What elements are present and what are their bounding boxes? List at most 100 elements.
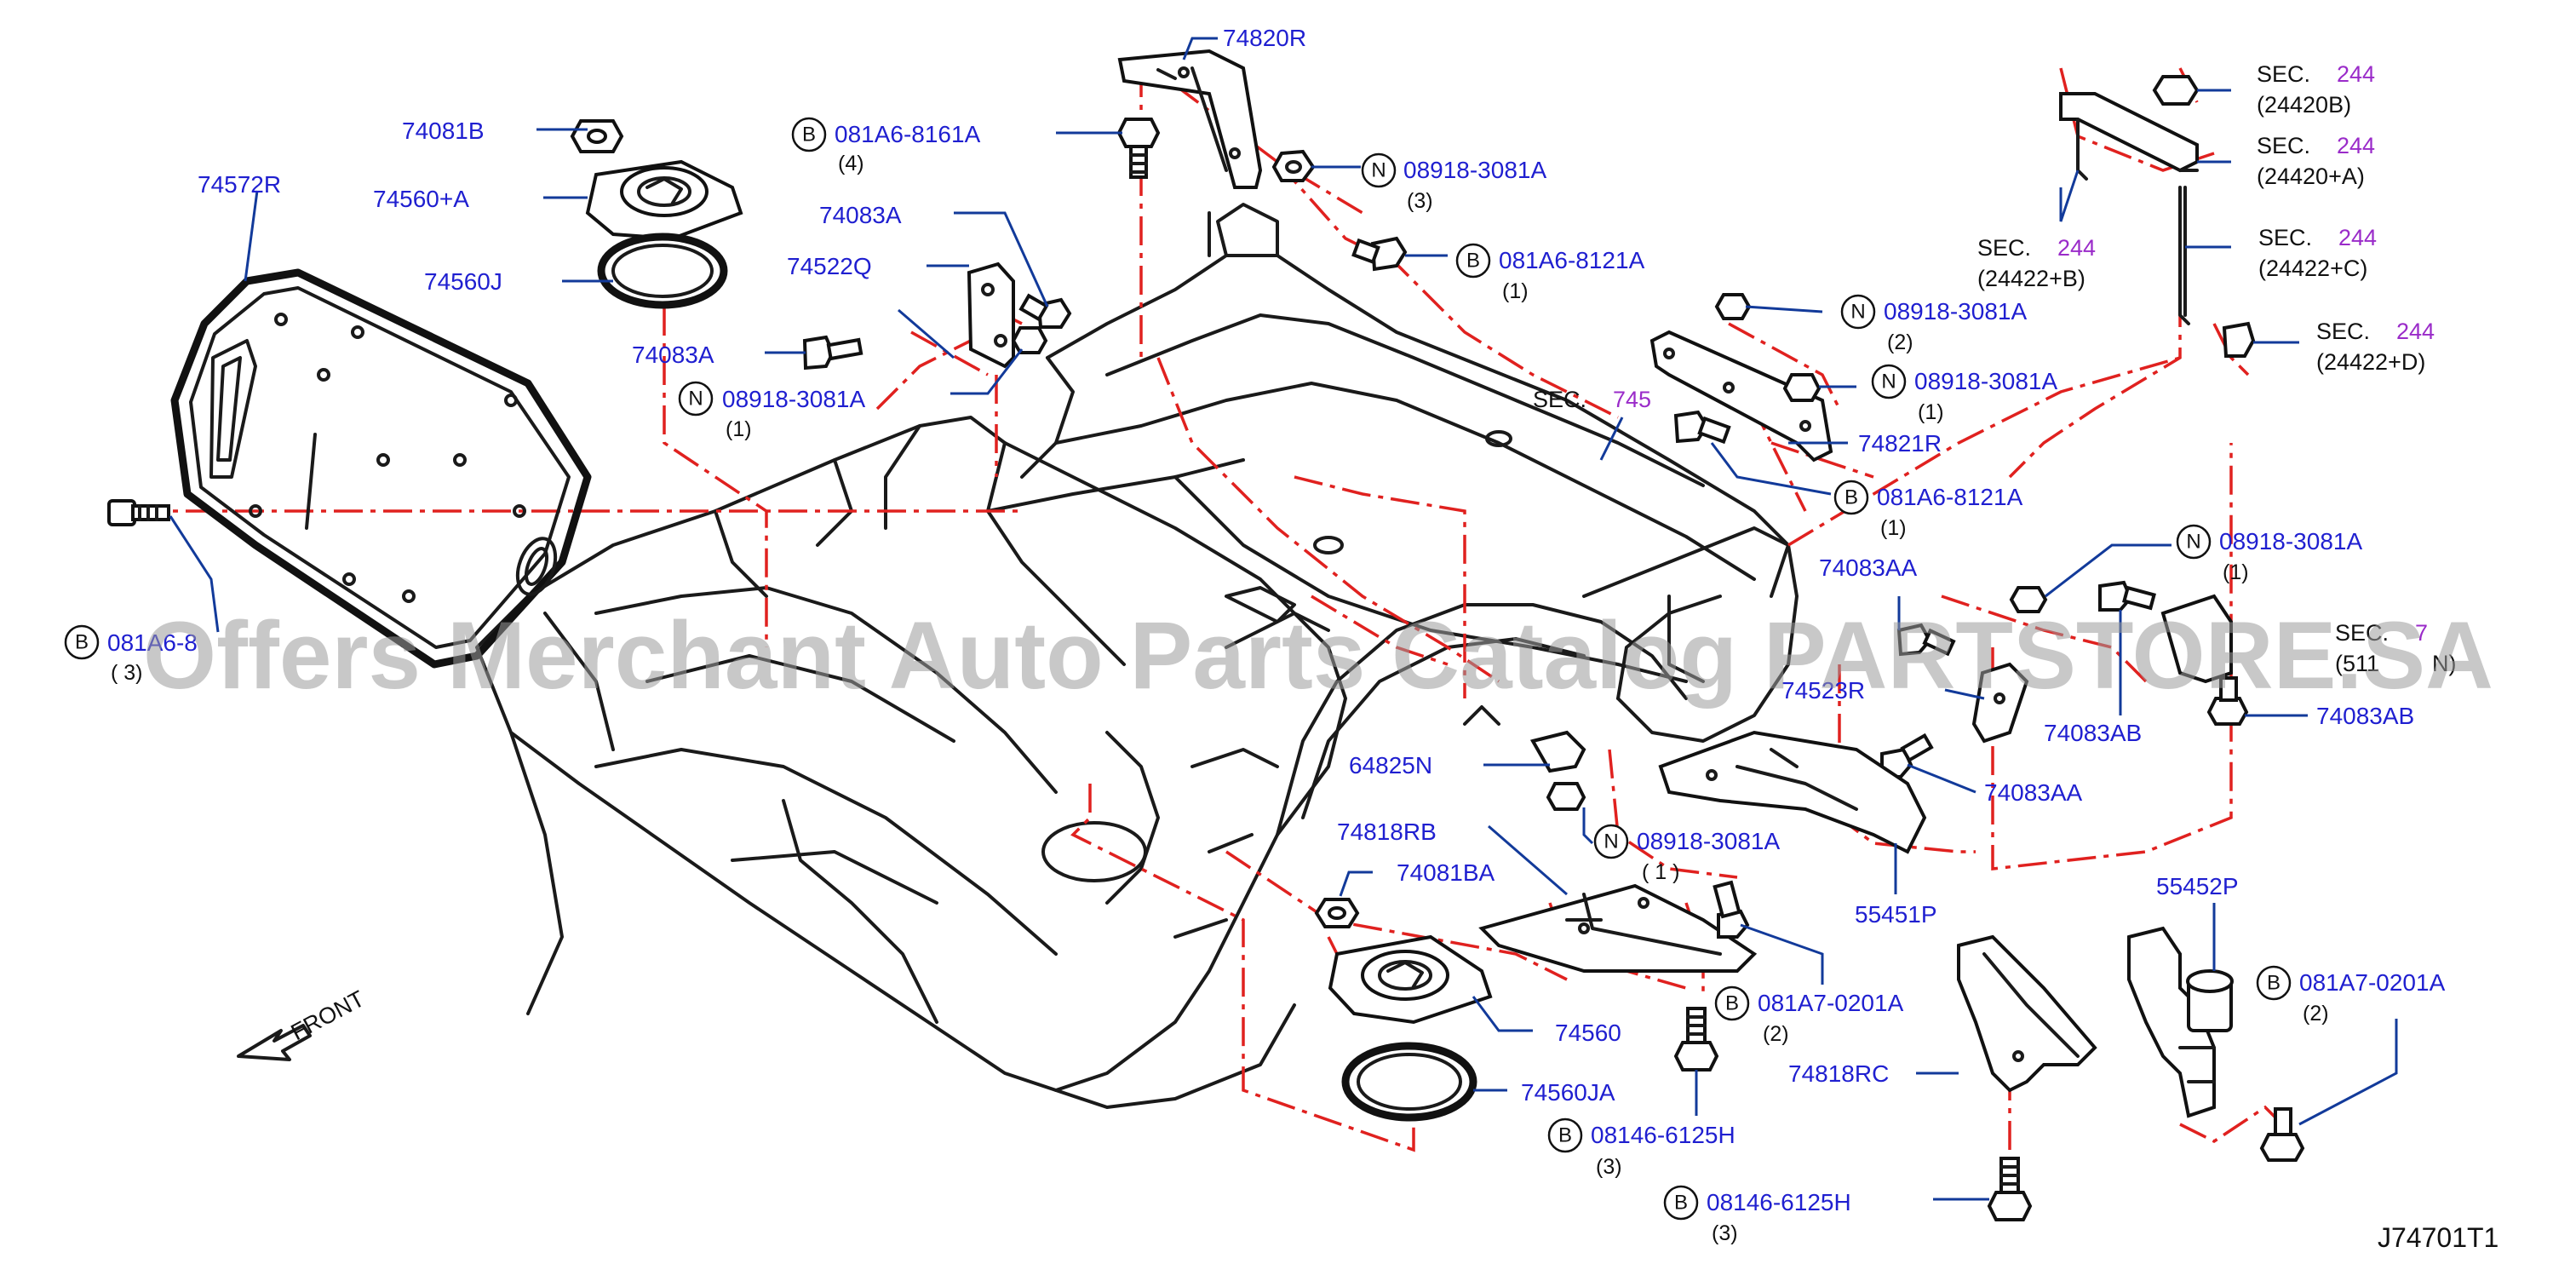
bracket-74818RB xyxy=(1478,883,1758,973)
svg-text:SEC.: SEC. xyxy=(2257,61,2310,87)
label-081A6-8161A[interactable]: 081A6-8161A xyxy=(835,121,981,147)
label-08918-3081A-low[interactable]: 08918-3081A xyxy=(1637,828,1780,854)
disc-74560 xyxy=(1328,934,1493,1025)
nut-08918-3081A-left xyxy=(1011,326,1048,354)
svg-text:SEC.: SEC. xyxy=(1977,235,2031,261)
label-081A7-0201A-mid[interactable]: 081A7-0201A xyxy=(1758,990,1904,1016)
label-74818RB[interactable]: 74818RB xyxy=(1337,819,1437,845)
sec-244-d[interactable]: 244 xyxy=(2338,225,2377,250)
qty-081A6-8161A: (4) xyxy=(838,152,864,175)
label-08918-3081A-right[interactable]: 08918-3081A xyxy=(2219,528,2362,554)
bolt-left xyxy=(107,499,170,526)
bracket-74818RC xyxy=(1957,934,2097,1093)
nut-74081BA xyxy=(1314,898,1360,928)
sec-244-c[interactable]: 244 xyxy=(2057,235,2096,261)
label-74818RC[interactable]: 74818RC xyxy=(1788,1060,1889,1087)
svg-text:B: B xyxy=(1558,1124,1572,1147)
bolt-74083A-lower xyxy=(802,335,863,371)
label-55452P[interactable]: 55452P xyxy=(2156,873,2239,899)
gasket-74560J xyxy=(597,233,728,309)
label-08146-6125H-2[interactable]: 08146-6125H xyxy=(1707,1189,1851,1215)
label-74083A-upper[interactable]: 74083A xyxy=(819,202,902,228)
svg-text:SEC.: SEC. xyxy=(2316,319,2370,344)
label-74081BA[interactable]: 74081BA xyxy=(1397,859,1495,886)
diagram-code: J74701T1 xyxy=(2378,1222,2499,1253)
svg-text:B: B xyxy=(1466,250,1480,273)
label-74560JA[interactable]: 74560JA xyxy=(1521,1079,1615,1106)
svg-text:B: B xyxy=(1845,486,1858,509)
qty-081A6-8121A-mid: (1) xyxy=(1880,516,1907,540)
label-74083AA-lower[interactable]: 74083AA xyxy=(1984,779,2083,806)
svg-text:N: N xyxy=(2186,531,2200,554)
label-74081B[interactable]: 74081B xyxy=(402,118,485,144)
qty-08146-6125H-1: (3) xyxy=(1596,1155,1622,1179)
label-55451P[interactable]: 55451P xyxy=(1855,901,1937,928)
disc-74560A xyxy=(585,159,743,241)
label-08918-3081A-top[interactable]: 08918-3081A xyxy=(1403,157,1546,183)
sec-partial[interactable]: 7 xyxy=(2415,620,2428,646)
svg-text:N: N xyxy=(688,388,703,411)
label-081A6-left-partial[interactable]: 081A6-8 xyxy=(107,629,198,656)
svg-text:B: B xyxy=(1674,1192,1688,1215)
qty-08918-3081A-low: ( 1 ) xyxy=(1642,860,1679,884)
label-74522Q[interactable]: 74522Q xyxy=(787,253,872,279)
sec-244-b[interactable]: 244 xyxy=(2337,133,2375,158)
label-74560[interactable]: 74560 xyxy=(1555,1020,1621,1046)
bracket-74523R xyxy=(1971,662,2029,744)
qty-08918-3081A-right: (1) xyxy=(2223,560,2249,584)
svg-text:(24420+A): (24420+A) xyxy=(2257,164,2365,189)
svg-text:N: N xyxy=(1881,371,1896,394)
bolt-08146-6125H-2 xyxy=(1987,1157,2033,1221)
label-081A6-8121A-top[interactable]: 081A6-8121A xyxy=(1499,247,1645,273)
sec-244-a[interactable]: 244 xyxy=(2337,61,2375,87)
label-74523R[interactable]: 74523R xyxy=(1781,677,1865,704)
nut-08918-3081A-low xyxy=(1546,782,1586,811)
svg-text:SEC.: SEC. xyxy=(2258,225,2312,250)
part-labels: 74820R 081A6-8161A (4) 08918-3081A (3) 0… xyxy=(107,25,2446,1245)
bracket-sec-partial xyxy=(2160,594,2233,684)
label-74560J[interactable]: 74560J xyxy=(424,268,502,295)
svg-text:N: N xyxy=(1371,159,1386,182)
bolt-74083AB-upper xyxy=(2098,580,2156,612)
label-sec-745-num[interactable]: 745 xyxy=(1613,387,1651,412)
bracket-55451P xyxy=(1658,730,1927,854)
svg-text:B: B xyxy=(1725,992,1739,1015)
qty-08146-6125H-2: (3) xyxy=(1712,1221,1738,1245)
clip-24422D xyxy=(2222,321,2256,358)
label-64825N[interactable]: 64825N xyxy=(1349,752,1432,779)
svg-text:N: N xyxy=(1604,830,1618,853)
label-74083AA-upper[interactable]: 74083AA xyxy=(1819,554,1918,581)
qty-08918-3081A-left: (1) xyxy=(726,417,752,441)
label-08918-3081A-left[interactable]: 08918-3081A xyxy=(722,386,865,412)
qty-08918-3081A-top: (3) xyxy=(1407,189,1433,213)
label-74572R[interactable]: 74572R xyxy=(198,171,281,198)
nut-08918-3081A-top xyxy=(1271,149,1316,182)
panel-74572R xyxy=(170,268,592,669)
label-74560A[interactable]: 74560+A xyxy=(373,186,469,212)
label-08146-6125H-1[interactable]: 08146-6125H xyxy=(1591,1122,1736,1148)
bracket-74821R xyxy=(1649,330,1833,463)
svg-text:SEC.: SEC. xyxy=(2257,133,2310,158)
label-74821R[interactable]: 74821R xyxy=(1858,430,1942,457)
svg-text:B: B xyxy=(802,124,816,147)
watermark: Offers Merchant Auto Parts Catalog PARTS… xyxy=(143,602,2493,709)
svg-text:(24422+D): (24422+D) xyxy=(2316,349,2425,375)
gasket-74560JA xyxy=(1341,1042,1477,1122)
label-08918-3081A-mid[interactable]: 08918-3081A xyxy=(1884,298,2027,325)
label-74083A-lower[interactable]: 74083A xyxy=(632,342,714,368)
label-081A7-0201A-right[interactable]: 081A7-0201A xyxy=(2299,969,2446,996)
label-sec-745: SEC. xyxy=(1533,387,1586,412)
label-74083AB-lower[interactable]: 74083AB xyxy=(2316,703,2414,729)
label-74083AB-upper[interactable]: 74083AB xyxy=(2044,720,2142,746)
bolt-74083AA-upper xyxy=(1896,623,1956,657)
sec244-bracket xyxy=(2059,92,2199,181)
sec-244-e[interactable]: 244 xyxy=(2396,319,2435,344)
label-081A6-8121A-mid[interactable]: 081A6-8121A xyxy=(1877,484,2023,510)
svg-text:N: N xyxy=(1850,301,1865,324)
rod-24422C xyxy=(2178,186,2190,325)
label-08918-3081A-mid2[interactable]: 08918-3081A xyxy=(1914,368,2057,394)
label-74820R[interactable]: 74820R xyxy=(1223,25,1306,51)
nut-08918-3081A-right xyxy=(2009,586,2048,613)
qty-08918-3081A-mid2: (1) xyxy=(1918,400,1944,424)
